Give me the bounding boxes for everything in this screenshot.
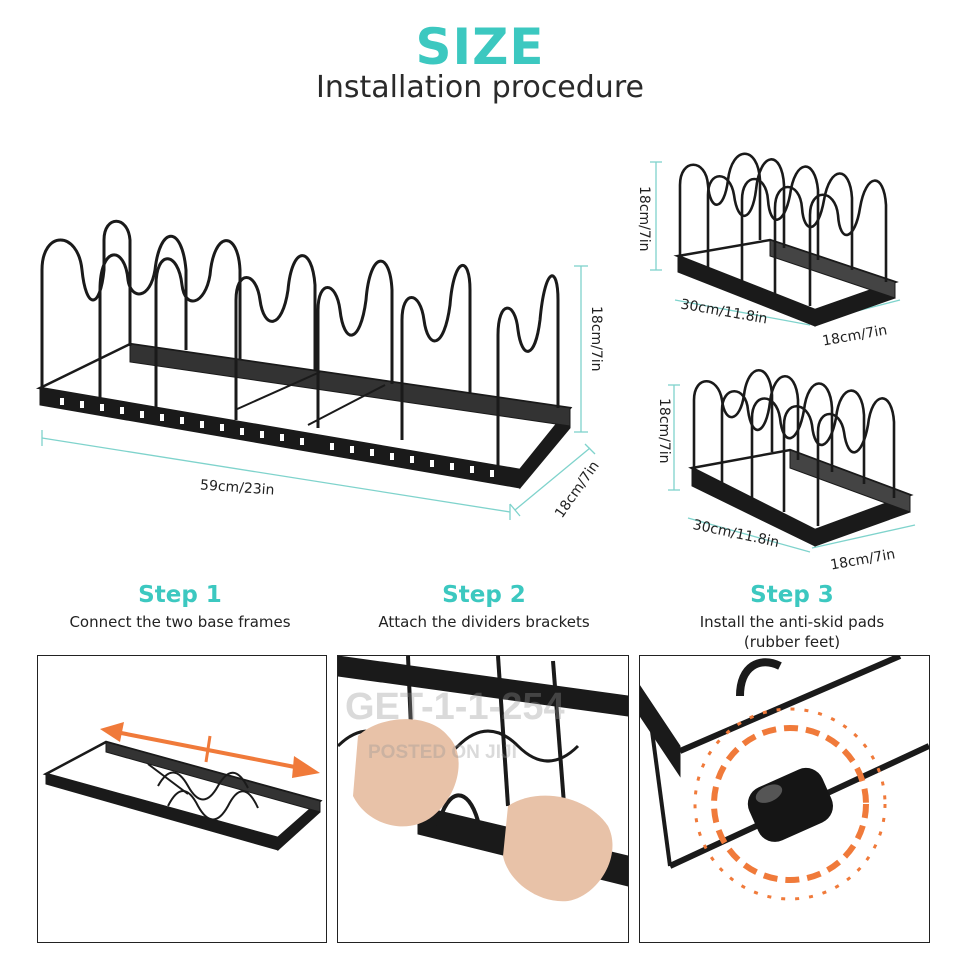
- small-bottom-rack-dividers: [692, 368, 896, 526]
- step-2-desc: Attach the dividers brackets: [378, 613, 590, 631]
- main-dimension-lines: [41, 265, 596, 520]
- page-title: SIZE: [415, 18, 545, 76]
- step-1-frames: [42, 740, 323, 852]
- page-subtitle: Installation procedure: [316, 70, 644, 105]
- step-1-panel: [37, 655, 327, 943]
- step-3-highlight-ring: [693, 707, 887, 901]
- step-3-panel: [639, 655, 930, 943]
- small-bottom-dimension-lines: [668, 384, 916, 553]
- small-bottom-rack-frame: [688, 448, 914, 547]
- small-top-rack-frame: [673, 238, 899, 327]
- step-2-hands: [353, 719, 613, 902]
- watermark-text: GET-1-1-254: [345, 686, 565, 728]
- step-3-illustration: [640, 656, 929, 901]
- main-rack-dividers: [40, 219, 560, 466]
- step-1-arrow: [100, 722, 320, 778]
- step-2-illustration: [338, 656, 628, 902]
- watermark-subtext: POSTED ON JIJI: [368, 742, 517, 763]
- step-1-title: Step 1: [138, 582, 222, 608]
- main-rack-slots: [60, 398, 494, 477]
- step-3-title: Step 3: [750, 582, 834, 608]
- small-top-rack-dividers: [678, 152, 888, 306]
- step-1-desc: Connect the two base frames: [69, 613, 291, 631]
- step-2-title: Step 2: [442, 582, 526, 608]
- step-3-rubber-foot: [747, 767, 833, 842]
- step-3-desc-2: (rubber feet): [743, 633, 841, 651]
- small-bottom-height-label: 18cm/7in: [656, 398, 672, 464]
- step-1-illustration: [42, 722, 323, 852]
- step-2-panel: [337, 655, 629, 943]
- step-3-desc: Install the anti-skid pads: [699, 613, 885, 631]
